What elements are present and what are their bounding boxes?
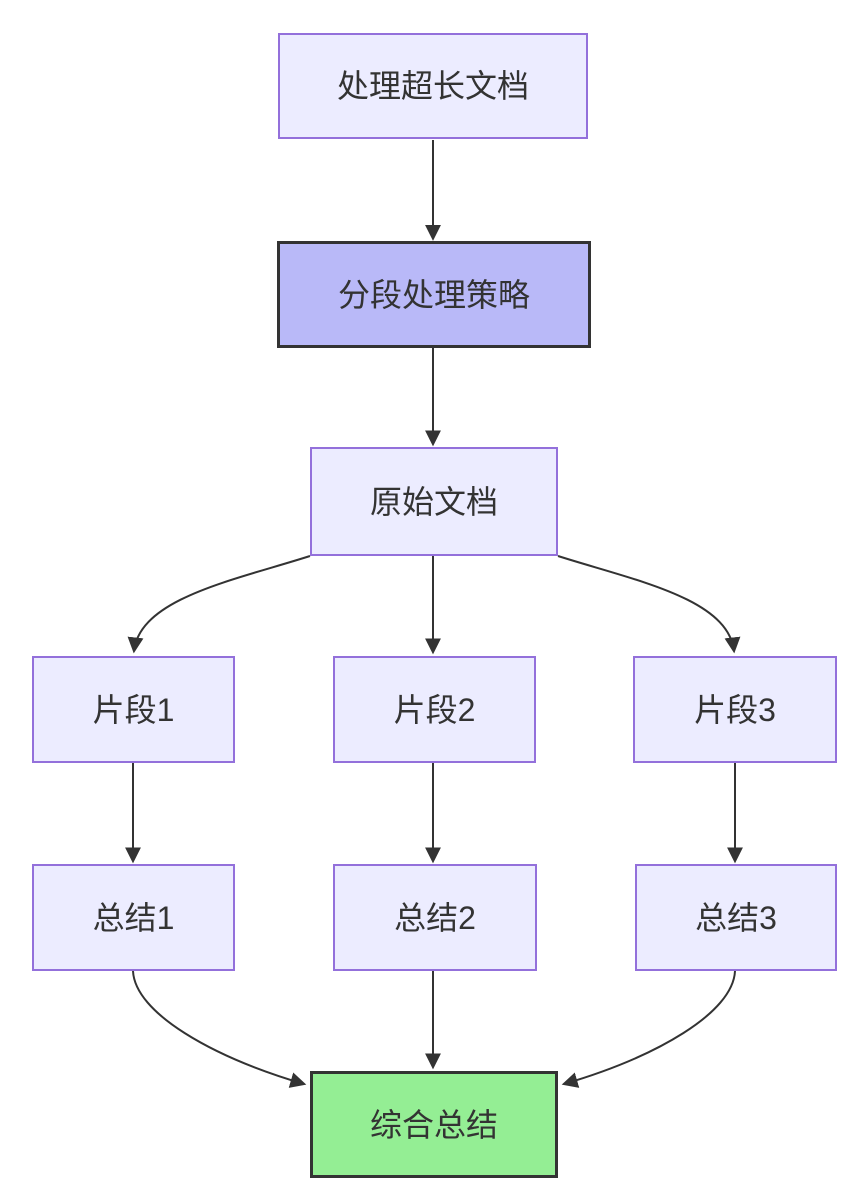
- node-label: 总结3: [695, 899, 777, 936]
- edge-c-to-d3: [557, 555, 741, 654]
- node-fragment-3: 片段3: [633, 656, 837, 763]
- node-label: 综合总结: [369, 1106, 498, 1143]
- node-label: 分段处理策略: [337, 276, 530, 313]
- node-label: 片段1: [92, 691, 175, 728]
- edge-s3-to-f: [561, 970, 736, 1088]
- node-label: 总结2: [394, 899, 476, 936]
- node-final-summary: 综合总结: [310, 1071, 558, 1178]
- node-label: 原始文档: [369, 483, 498, 520]
- node-summary-2: 总结2: [333, 864, 537, 971]
- node-label: 总结1: [92, 899, 175, 936]
- edge-c-to-d1: [127, 555, 311, 654]
- node-handle-long-document: 处理超长文档: [278, 33, 588, 139]
- node-fragment-1: 片段1: [32, 656, 235, 763]
- node-segmentation-strategy: 分段处理策略: [277, 241, 591, 348]
- node-label: 片段3: [694, 691, 776, 728]
- node-summary-3: 总结3: [635, 864, 837, 971]
- node-label: 片段2: [393, 691, 476, 728]
- node-fragment-2: 片段2: [333, 656, 536, 763]
- node-original-document: 原始文档: [310, 447, 558, 556]
- node-summary-1: 总结1: [32, 864, 235, 971]
- node-label: 处理超长文档: [336, 68, 529, 104]
- edge-s1-to-f: [132, 970, 307, 1088]
